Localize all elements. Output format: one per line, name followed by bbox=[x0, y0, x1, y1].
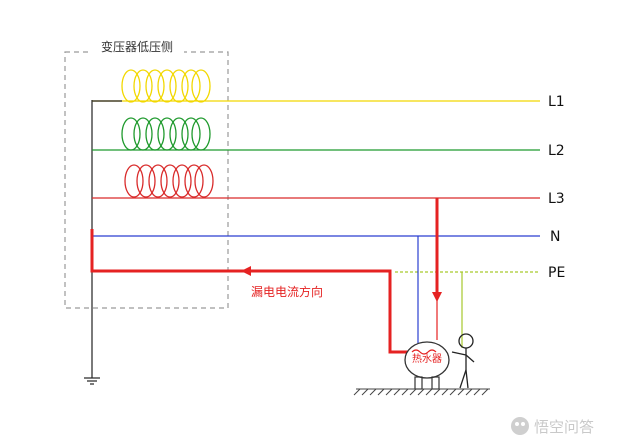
coil-l3 bbox=[124, 164, 214, 198]
label-n: N bbox=[550, 229, 560, 245]
label-pe: PE bbox=[548, 265, 565, 281]
water-heater-icon bbox=[404, 341, 450, 390]
leak-path bbox=[90, 229, 410, 354]
label-l1: L1 bbox=[548, 94, 565, 110]
label-l3: L3 bbox=[548, 191, 565, 207]
ground-surface bbox=[353, 388, 490, 396]
leak-direction-label: 漏电电流方向 bbox=[251, 284, 323, 299]
coil-l2 bbox=[121, 117, 211, 151]
water-heater-label: 热水器 bbox=[412, 352, 442, 365]
watermark-text: 悟空问答 bbox=[534, 418, 594, 436]
person-icon bbox=[451, 333, 475, 389]
watermark: 悟空问答 bbox=[511, 417, 594, 436]
transformer-title: 变压器低压侧 bbox=[101, 39, 173, 54]
coil-l1 bbox=[121, 69, 211, 103]
label-l2: L2 bbox=[548, 143, 565, 159]
ground-icon bbox=[84, 377, 100, 385]
